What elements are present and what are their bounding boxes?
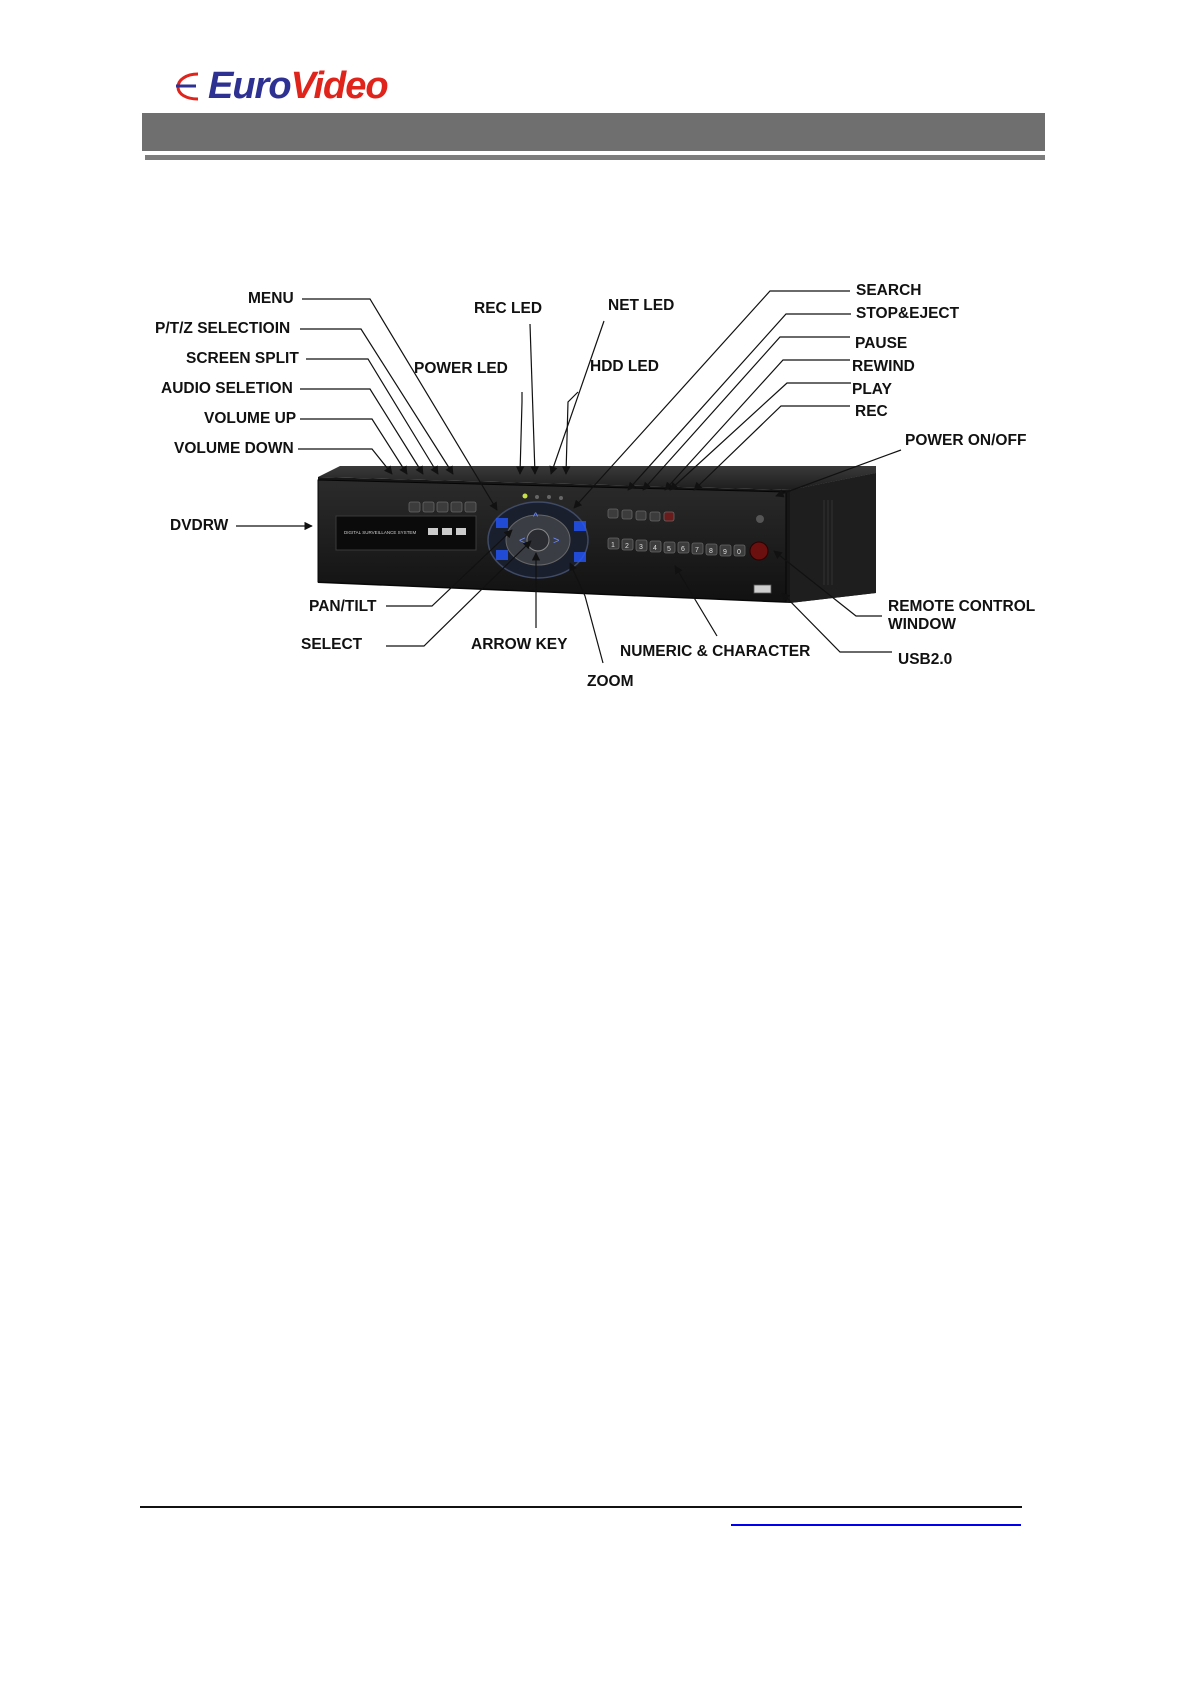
dvd-tray	[335, 515, 477, 551]
power-button-glyph	[756, 515, 764, 523]
logo-video: Video	[290, 65, 389, 107]
dvr-unit: DIGITAL SURVEILLANCE SYSTEM ^ < >	[317, 466, 876, 603]
footer-rule	[140, 1506, 1022, 1508]
label-screen-split: SCREEN SPLIT	[186, 350, 299, 367]
svg-text:2: 2	[625, 543, 629, 550]
logo-euro: Euro	[208, 65, 292, 107]
numeric-keys	[607, 537, 746, 557]
remote-window	[749, 541, 769, 561]
label-pan-tilt: PAN/TILT	[309, 598, 377, 615]
label-hdd-led: HDD LED	[590, 358, 659, 375]
label-zoom: ZOOM	[587, 673, 634, 690]
label-usb: USB2.0	[898, 651, 953, 668]
svg-text:3: 3	[639, 544, 643, 551]
footer-link[interactable]	[731, 1506, 1021, 1524]
svg-text:<: <	[519, 535, 525, 547]
header-bar	[142, 113, 1045, 151]
label-select: SELECT	[301, 636, 363, 653]
label-dvdrw: DVDRW	[170, 517, 229, 534]
label-stop-eject: STOP&EJECT	[856, 305, 960, 322]
label-volume-up: VOLUME UP	[204, 410, 297, 427]
label-remote-control-window: REMOTE CONTROL WINDOW	[888, 598, 1035, 633]
svg-text:7: 7	[695, 547, 699, 554]
svg-text:9: 9	[723, 549, 727, 556]
label-pause: PAUSE	[855, 335, 908, 352]
usb-port	[753, 584, 772, 594]
label-rewind: REWIND	[852, 358, 915, 375]
label-power-on-off: POWER ON/OFF	[905, 432, 1027, 449]
label-rec-led: REC LED	[474, 300, 543, 317]
panel-text: DIGITAL SURVEILLANCE SYSTEM	[344, 530, 416, 535]
label-rec: REC	[855, 403, 888, 420]
svg-text:0: 0	[737, 549, 741, 556]
svg-text:6: 6	[681, 546, 685, 553]
label-audio-selection: AUDIO SELETION	[161, 380, 293, 397]
label-play: PLAY	[852, 381, 892, 398]
label-net-led: NET LED	[608, 297, 675, 314]
numeric-key-labels: 1 2 3 4 5 6 7 8 9 0	[611, 542, 741, 556]
svg-text:4: 4	[653, 545, 657, 552]
label-volume-down: VOLUME DOWN	[174, 440, 294, 457]
svg-text:5: 5	[667, 546, 671, 553]
leds	[522, 493, 563, 500]
svg-text:^: ^	[533, 511, 539, 523]
logo-wordmark: EuroVideo	[208, 64, 389, 108]
svg-text:>: >	[553, 535, 559, 547]
navigation-cluster: ^ < >	[487, 501, 589, 579]
header-rule	[145, 155, 1045, 160]
label-ptz-selection: P/T/Z SELECTIOIN	[155, 320, 291, 337]
dvr-front-panel-diagram: DIGITAL SURVEILLANCE SYSTEM ^ < >	[236, 290, 902, 664]
label-search: SEARCH	[856, 282, 922, 299]
leader-lines	[236, 290, 902, 664]
label-numeric-character: NUMERIC & CHARACTER	[620, 643, 811, 660]
svg-text:8: 8	[709, 548, 713, 555]
svg-text:1: 1	[611, 542, 615, 549]
label-menu: MENU	[248, 290, 294, 307]
label-arrow-key: ARROW KEY	[471, 636, 568, 653]
eurovideo-logo: EuroVideo	[172, 64, 452, 108]
footer-link-underline	[731, 1524, 1021, 1526]
logo-swoosh-icon	[176, 72, 199, 101]
playback-buttons	[607, 508, 675, 522]
side-vents	[823, 500, 833, 585]
dvr-top	[318, 466, 876, 490]
left-button-row	[408, 501, 477, 513]
dvr-side	[790, 473, 876, 603]
label-power-led: POWER LED	[414, 360, 508, 377]
